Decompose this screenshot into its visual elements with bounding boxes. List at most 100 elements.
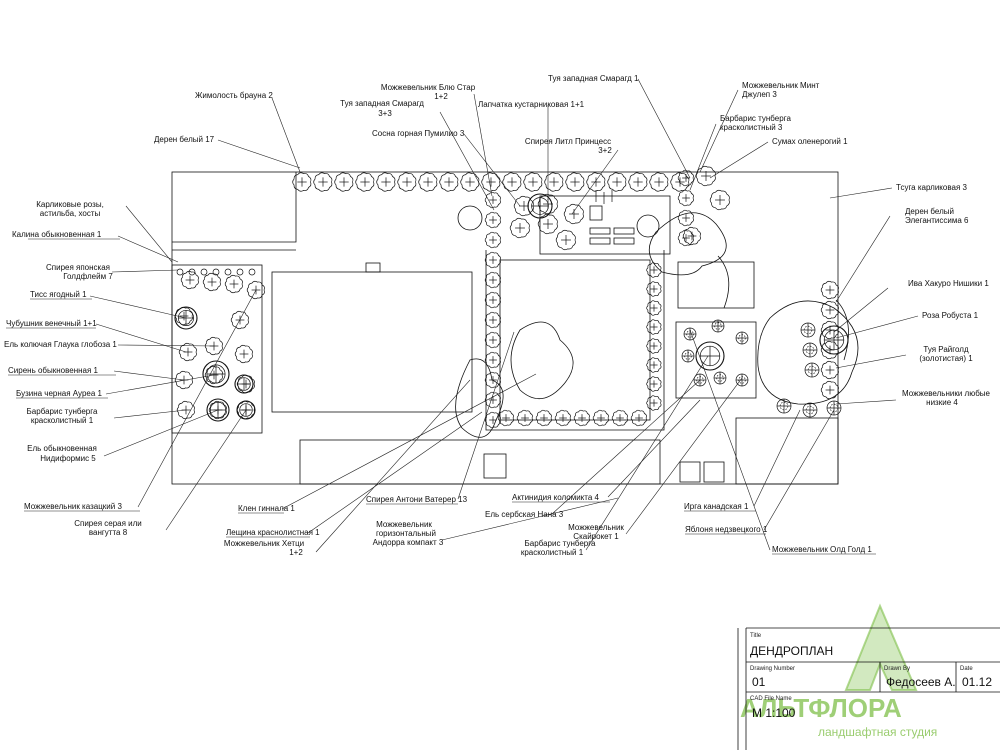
scale-value: М 1:100 (752, 706, 796, 720)
shrub-symbol-icon (820, 300, 839, 320)
shrub-symbol-icon (646, 300, 662, 316)
shrub-symbol-icon (484, 371, 501, 389)
shrub-symbol-icon (630, 409, 647, 427)
rose-symbol-icon (248, 268, 256, 276)
label-spireya-vat: Спирея Антони Ватерер 13 (366, 495, 468, 504)
rose-symbol-icon (200, 268, 208, 276)
leader-line (137, 289, 257, 508)
tree-symbol-icon (234, 374, 254, 394)
label-mozh-old: Можжевельник Олд Голд 1 (772, 545, 872, 554)
leader-line (835, 315, 919, 339)
shrub-symbol-icon (677, 229, 694, 247)
drawing-number-caption: Drawing Number (750, 666, 795, 672)
drawing-number-value: 01 (752, 675, 766, 689)
label-lapchatka: Лапчатка кустарниковая 1+1 (478, 100, 585, 109)
leader-line (689, 123, 717, 191)
label-sumah: Сумах оленерогий 1 (772, 137, 848, 146)
label-aktinidiya: Актинидия коломикта 4 (512, 493, 600, 502)
conifer-symbol-icon (711, 319, 725, 333)
conifer-symbol-icon (826, 400, 842, 416)
leader-line (689, 329, 771, 551)
tree-symbol-icon (695, 341, 725, 371)
plant-symbols (174, 165, 849, 429)
label-roses: Карликовые розы,астильба, хосты (36, 200, 104, 218)
shrub-symbol-icon (334, 172, 354, 192)
shrub-symbol-icon (460, 172, 480, 192)
date-value: 01.12 (962, 675, 992, 689)
leader-line (113, 409, 187, 419)
shrub-symbol-icon (484, 391, 501, 409)
house (271, 271, 473, 413)
label-tuya-smaragd-1: Туя западная Смарагд 1 (548, 74, 639, 83)
shrub-symbol-icon (502, 172, 522, 192)
label-chubushnik: Чубушник венечный 1+1 (6, 319, 97, 328)
upper-left-terrace (172, 172, 297, 243)
logo-tagline: ландшафтная студия (818, 725, 937, 739)
lounge-area (539, 195, 671, 255)
leader-line (551, 379, 701, 515)
label-roza: Роза Робуста 1 (922, 311, 979, 320)
label-tis: Тисс ягодный 1 (30, 290, 87, 299)
leader-line (281, 373, 537, 510)
shrub-symbol-icon (646, 357, 662, 373)
conifer-symbol-icon (713, 371, 727, 385)
leader-line (165, 409, 247, 531)
leader-line (307, 411, 483, 534)
leader-line (637, 78, 691, 179)
site-plan (171, 171, 859, 485)
label-klen: Клен гиннала 1 (238, 504, 295, 513)
cad-caption: CAD File Name (750, 696, 792, 702)
conifer-symbol-icon (681, 349, 695, 363)
leader-line (473, 93, 493, 197)
left-bed (171, 264, 263, 434)
leader-line (457, 331, 515, 500)
leader-line (753, 409, 801, 507)
leader-line (315, 379, 471, 553)
title-block (737, 627, 1000, 750)
shrub-symbol-icon (484, 311, 501, 329)
conifer-symbol-icon (776, 398, 792, 414)
label-irga: Ирга канадская 1 (684, 502, 749, 511)
date-caption: Date (960, 666, 973, 672)
shrub-symbol-icon (180, 270, 199, 290)
pond-bed (675, 321, 757, 399)
leader-line (699, 89, 739, 173)
label-deren-17: Дерен белый 17 (154, 135, 215, 144)
shrub-symbol-icon (513, 195, 534, 217)
inner-lawn (499, 259, 651, 421)
rose-symbol-icon (212, 268, 220, 276)
rose-symbol-icon (176, 268, 184, 276)
leader-line (113, 370, 185, 381)
shrub-symbol-icon (484, 331, 501, 349)
shrub-symbol-icon (418, 172, 438, 192)
shrub-symbol-icon (592, 409, 609, 427)
leader-line (103, 409, 219, 457)
rose-symbol-icon (236, 268, 244, 276)
shrub-symbol-icon (484, 191, 501, 209)
tree-symbol-icon (202, 360, 230, 388)
leader-line (833, 287, 889, 333)
shrub-symbol-icon (516, 409, 533, 427)
leader-line (105, 374, 215, 395)
shrub-symbol-icon (563, 203, 584, 225)
title-caption: Title (750, 633, 762, 639)
garage-strip (299, 439, 661, 485)
shrub-symbol-icon (646, 395, 662, 411)
leader-line (829, 187, 893, 199)
shrub-symbol-icon (646, 262, 662, 278)
label-buzina: Бузина черная Ауреа 1 (16, 389, 103, 398)
leader-line (95, 323, 187, 353)
label-iva: Ива Хакуро Нишики 1 (908, 279, 989, 288)
shrub-symbol-icon (682, 226, 701, 246)
shrub-symbol-icon (535, 409, 552, 427)
title-value: ДЕНДРОПЛАН (750, 644, 833, 658)
shrub-symbol-icon (695, 165, 716, 187)
